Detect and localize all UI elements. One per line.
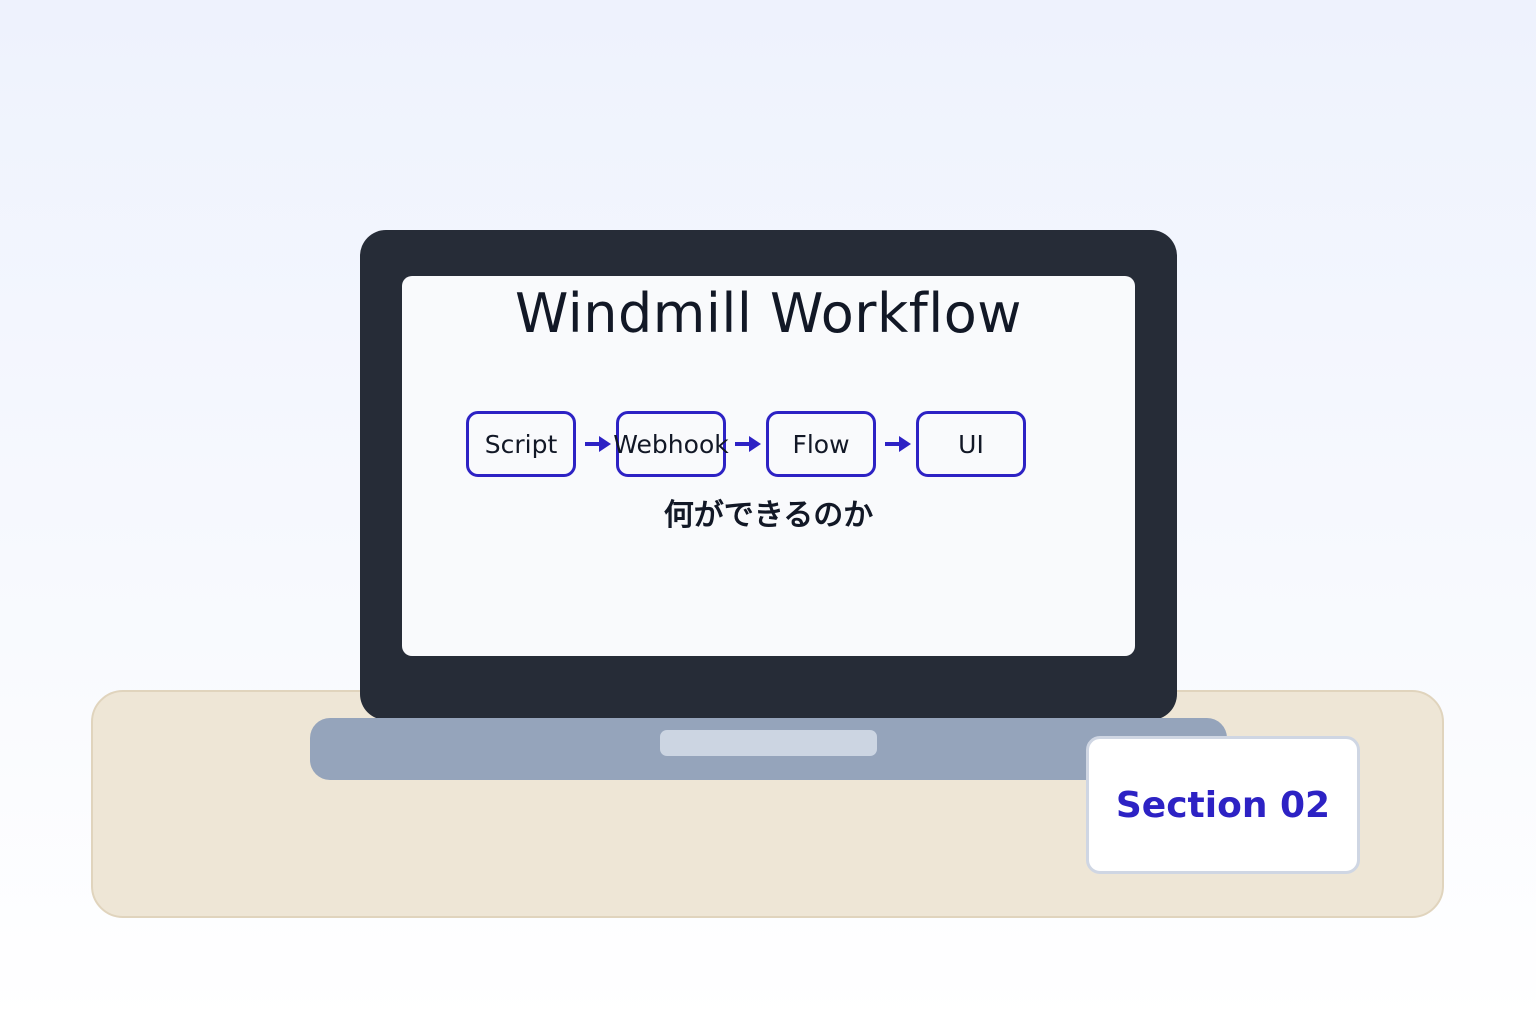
- laptop-lid: Windmill Workflow Script Webhook Flow UI…: [360, 230, 1177, 720]
- flow-node-script: Script: [466, 411, 576, 477]
- flow-node-flow: Flow: [766, 411, 876, 477]
- laptop-base: [310, 718, 1227, 780]
- screen-subtitle: 何ができるのか: [663, 498, 874, 533]
- arrow-right-icon: [735, 436, 761, 452]
- flow-node-ui: UI: [916, 411, 1026, 477]
- laptop-screen: Windmill Workflow Script Webhook Flow UI…: [402, 276, 1135, 656]
- flow-node-webhook: Webhook: [613, 411, 729, 477]
- arrow-right-icon: [585, 436, 611, 452]
- arrow-right-icon: [885, 436, 911, 452]
- section-badge: Section 02: [1086, 736, 1360, 874]
- screen-title: Windmill Workflow: [515, 282, 1022, 345]
- laptop-touchpad: [660, 730, 877, 756]
- section-label: Section 02: [1115, 784, 1331, 826]
